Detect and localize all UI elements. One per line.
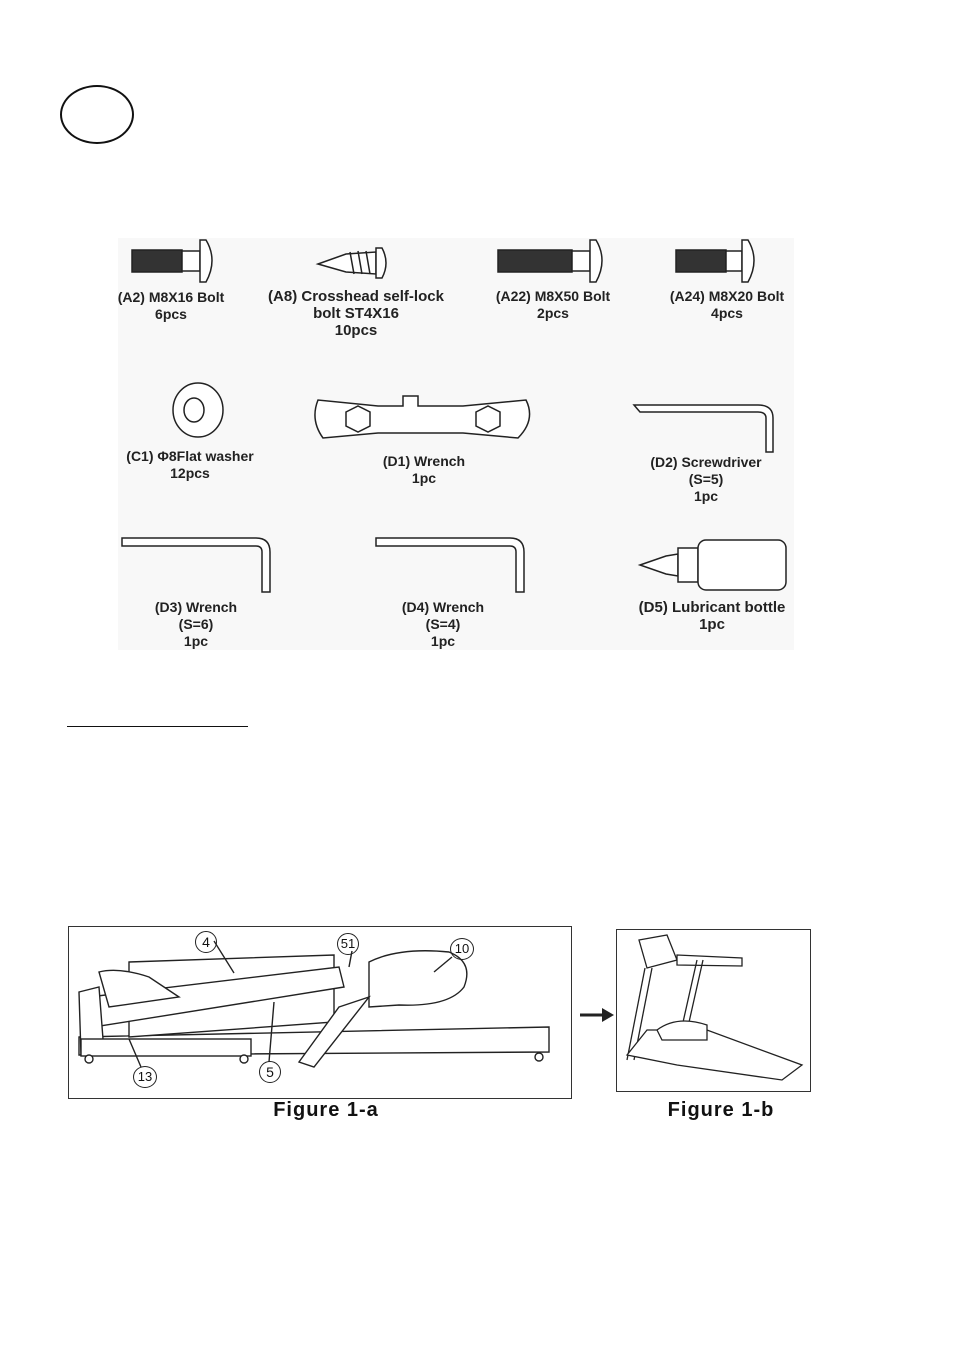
step-number-circle	[60, 85, 134, 144]
part-name: (C1) Φ8Flat washer	[126, 448, 254, 464]
callout-51: 51	[337, 933, 359, 955]
parts-drawings	[121, 239, 787, 593]
lubricant-bottle-d5-icon	[637, 539, 787, 591]
part-spec: bolt ST4X16	[313, 305, 399, 322]
arrow-icon	[580, 1005, 616, 1030]
bolt-a22-icon	[497, 239, 603, 283]
part-qty: 2pcs	[537, 305, 569, 321]
hex-key-d3-icon	[121, 537, 271, 593]
part-label-d3: (D3) Wrench(S=6)1pc	[155, 599, 237, 650]
figure-1a-caption: Figure 1-a	[273, 1099, 379, 1121]
callout-4: 4	[195, 931, 217, 953]
part-name: (D1) Wrench	[382, 453, 466, 469]
part-name: (D5) Lubricant bottle	[638, 599, 786, 616]
figure-1b-caption: Figure 1-b	[667, 1099, 775, 1121]
part-name: (A8) Crosshead self-lock	[268, 288, 444, 305]
part-label-d4: (D4) Wrench(S=4)1pc	[402, 599, 484, 650]
figure-1a-frame: 4 51 10 13 5	[68, 926, 572, 1099]
part-name: (A22) M8X50 Bolt	[495, 288, 611, 304]
callout-5: 5	[259, 1061, 281, 1083]
callout-13: 13	[133, 1066, 157, 1088]
parts-panel	[118, 238, 794, 650]
part-qty: 1pc	[430, 633, 456, 649]
unfolded-treadmill-drawing	[625, 934, 804, 1081]
folded-treadmill-drawing	[78, 940, 550, 1068]
figure-1b-frame	[616, 929, 811, 1092]
part-spec: (S=4)	[425, 616, 461, 632]
bolt-a24-icon	[675, 239, 755, 283]
callout-10: 10	[450, 938, 474, 960]
part-name: (D2) Screwdriver	[650, 454, 762, 470]
part-qty: 1pc	[411, 470, 437, 486]
part-name: (D4) Wrench	[401, 599, 485, 615]
part-name: (A24) M8X20 Bolt	[669, 288, 785, 304]
part-qty: 12pcs	[170, 465, 210, 481]
wrench-d1-icon	[314, 395, 531, 439]
part-qty: 1pc	[183, 633, 209, 649]
part-qty: 6pcs	[155, 306, 187, 322]
screwdriver-d2-icon	[632, 404, 774, 453]
bolt-a2-icon	[131, 239, 213, 283]
part-spec: (S=5)	[688, 471, 724, 487]
part-name: (A2) M8X16 Bolt	[117, 289, 225, 305]
part-qty: 10pcs	[334, 322, 378, 339]
part-qty: 4pcs	[711, 305, 743, 321]
part-spec: (S=6)	[178, 616, 214, 632]
part-label-d2: (D2) Screwdriver(S=5)1pc	[650, 454, 761, 505]
part-name: (D3) Wrench	[154, 599, 238, 615]
part-qty: 1pc	[693, 488, 719, 504]
section-underline	[67, 726, 248, 727]
washer-c1-icon	[172, 382, 224, 438]
hex-key-d4-icon	[375, 537, 525, 593]
screw-a8-icon	[315, 247, 387, 279]
part-qty: 1pc	[699, 616, 725, 633]
